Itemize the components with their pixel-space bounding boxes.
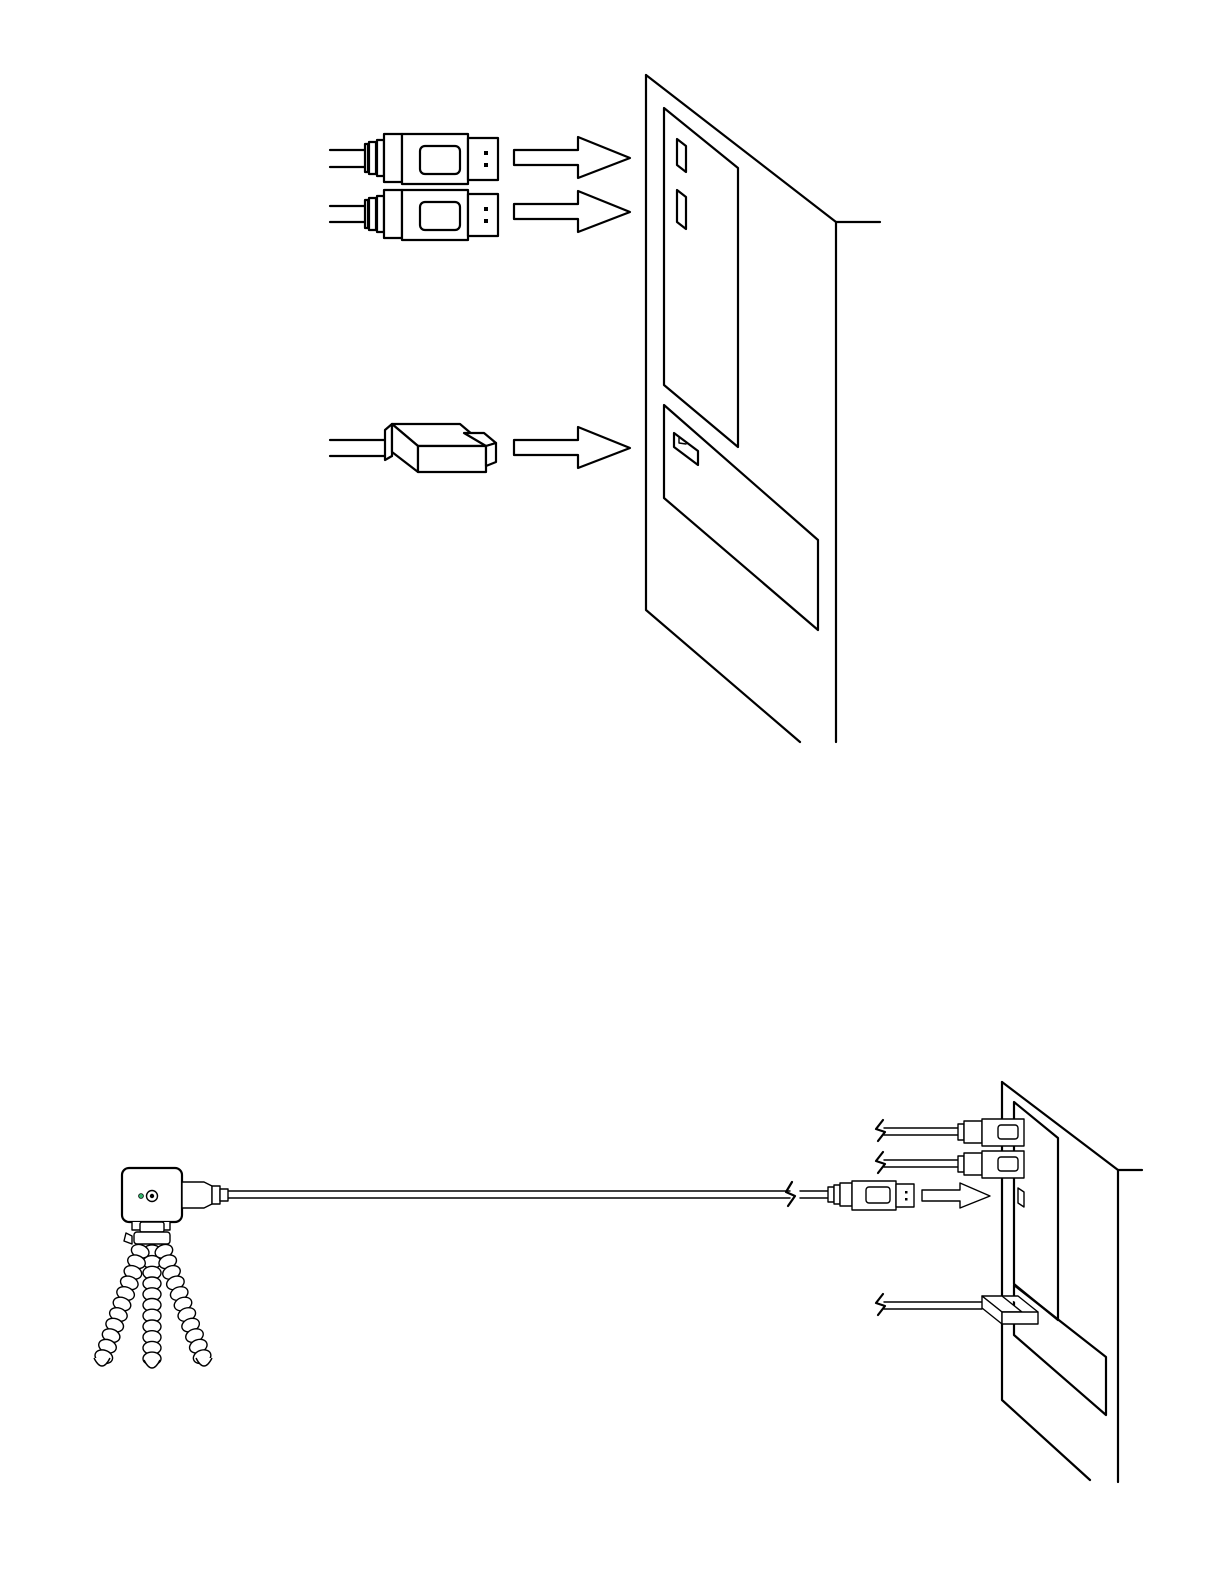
arrow-right-icon	[514, 427, 630, 468]
usb-plug-icon	[876, 1119, 1024, 1146]
arrow-right-icon	[514, 191, 630, 232]
figure-camera-setup	[0, 1075, 1225, 1495]
status-led-icon	[139, 1194, 144, 1199]
rectangular-plug-icon	[330, 424, 496, 472]
tripod-foot	[94, 1358, 110, 1366]
figure-connect-ports	[0, 60, 1225, 760]
tripod-icon	[93, 1222, 213, 1368]
webcam-icon	[122, 1168, 228, 1230]
usb-cable	[228, 1182, 828, 1206]
arrow-right-icon	[514, 137, 630, 178]
usb-plug-icon	[330, 134, 498, 184]
usb-plug-icon	[876, 1151, 1024, 1178]
usb-port-icon	[677, 139, 686, 172]
rectangular-plug-icon	[876, 1294, 1038, 1324]
rect-port-icon	[674, 433, 698, 465]
tripod-foot	[144, 1360, 160, 1368]
usb-plug-icon	[828, 1181, 914, 1210]
arrow-right-icon	[922, 1183, 990, 1208]
computer-tower-icon	[646, 75, 880, 742]
usb-plug-icon	[330, 190, 498, 240]
tripod-foot	[196, 1358, 212, 1366]
usb-port-icon	[677, 190, 686, 229]
